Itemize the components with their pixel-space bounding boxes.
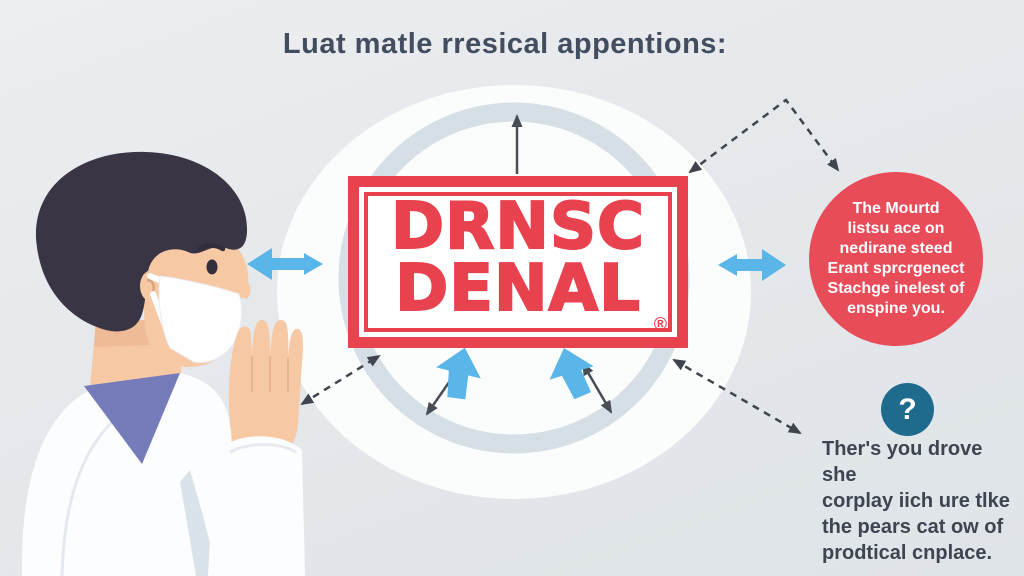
sleeve	[208, 436, 305, 576]
diagonal-arrow-right-icon	[581, 362, 613, 414]
registered-mark: ®	[653, 314, 667, 334]
red-bubble-line: nedirane steed	[839, 240, 953, 257]
nose	[237, 278, 251, 299]
red-bubble: The Mourtd listsu ace on nedirane steed …	[809, 172, 983, 346]
stamp-line-1: DRNSC	[390, 190, 646, 264]
help-note-line: corplay iich ure tlke	[822, 490, 1010, 512]
masked-person-illustration	[21, 151, 305, 576]
stamp-box: DRNSC DENAL ®	[348, 176, 688, 348]
question-badge: ?	[881, 383, 934, 436]
hair	[35, 151, 248, 332]
coat-crease	[60, 420, 114, 576]
collar	[84, 373, 180, 464]
red-bubble-line: The Mourtd	[852, 200, 940, 217]
help-note-line: prodtical cnplace.	[822, 542, 993, 564]
help-note: Ther's you drove she corplay iich ure tl…	[822, 436, 1022, 566]
hand	[228, 320, 303, 460]
eyebrow	[196, 243, 226, 252]
help-note-line: the pears cat ow of	[822, 516, 1004, 538]
coat	[21, 373, 233, 576]
dashed-arrow-lower-left-icon	[300, 354, 381, 406]
dashed-v-arrow-icon	[688, 98, 840, 174]
red-bubble-line: listsu ace on	[847, 220, 945, 237]
red-bubble-line: enspine you.	[847, 300, 945, 317]
fat-up-arrow-left-icon	[436, 347, 481, 400]
question-mark-icon: ?	[898, 392, 917, 426]
red-bubble-line: Erant sprcrgenect	[827, 260, 965, 277]
red-bubble-line: Stachge inelest of	[827, 280, 965, 297]
finger-lines	[251, 356, 289, 392]
dashed-arrow-lower-right-icon	[672, 358, 802, 435]
right-double-arrow-icon	[718, 249, 786, 281]
stamp-inner-border	[364, 192, 672, 332]
eye	[206, 259, 218, 275]
stamp-text: DRNSC DENAL	[359, 190, 677, 337]
stamp-line-2: DENAL	[394, 252, 641, 326]
title-text: Luat matle rresical appentions:	[282, 28, 728, 60]
arm-shading	[180, 470, 216, 576]
left-double-arrow-icon	[247, 248, 323, 280]
help-note-line: Ther's you drove she	[822, 438, 983, 486]
fat-up-arrow-right-icon	[549, 348, 594, 400]
sleeve-crease	[229, 443, 297, 454]
